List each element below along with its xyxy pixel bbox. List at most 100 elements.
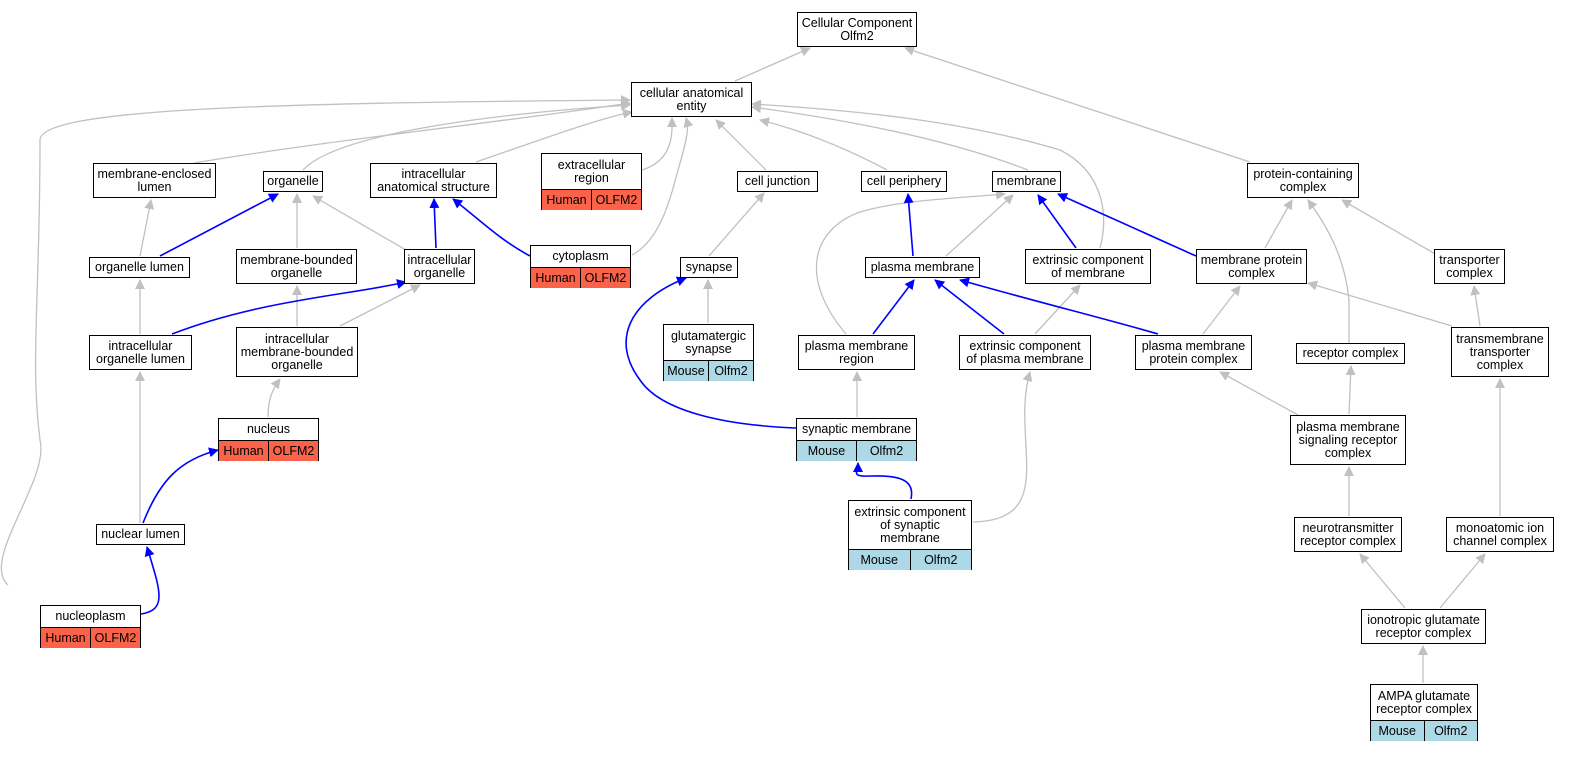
go-term-node-mem: membrane [992, 171, 1061, 192]
go-term-label: cytoplasm [552, 249, 609, 263]
go-term-node-syn: synapse [680, 257, 738, 278]
go-term-label: Cellular Component Olfm2 [801, 15, 913, 43]
gene-tag: OLFM2 [268, 441, 318, 461]
go-term-label: membrane [996, 174, 1057, 188]
is-a-edge-19 [1307, 199, 1350, 343]
part-of-edge-49 [959, 277, 1159, 335]
go-term-label: AMPA glutamate receptor complex [1376, 688, 1472, 716]
go-term-label: plasma membrane protein complex [1141, 338, 1246, 366]
go-term-label: nuclear lumen [101, 527, 180, 541]
go-term-label: ionotropic glutamate receptor complex [1367, 612, 1480, 640]
gene-tag: OLFM2 [580, 268, 630, 288]
go-term-node-pmsrc: plasma membrane signaling receptor compl… [1290, 415, 1406, 465]
is-a-edge-3 [302, 100, 631, 171]
go-term-label: synapse [685, 260, 733, 274]
is-a-edge-28 [1307, 280, 1453, 327]
go-term-node-cj: cell junction [737, 171, 818, 192]
go-term-label: plasma membrane signaling receptor compl… [1296, 419, 1400, 460]
go-term-node-imbo: intracellular membrane-bounded organelle [236, 327, 358, 377]
go-term-label: protein-containing complex [1253, 166, 1353, 194]
part-of-edge-51 [852, 462, 913, 500]
gene-tag: OLFM2 [591, 190, 641, 210]
is-a-edge-6 [715, 119, 767, 171]
is-a-edge-14 [312, 195, 407, 251]
species-tag: Human [542, 190, 591, 210]
is-a-edge-36 [972, 371, 1033, 523]
is-a-edge-9 [751, 99, 1105, 249]
is-a-edge-26 [1034, 284, 1081, 335]
go-term-label: membrane-bounded organelle [240, 252, 353, 280]
go-term-label: intracellular organelle [407, 252, 472, 280]
go-term-node-nrc: neurotransmitter receptor complex [1294, 517, 1402, 552]
is-a-edge-38 [1439, 553, 1486, 609]
part-of-edge-48 [934, 279, 1005, 335]
part-of-edge-41 [429, 198, 440, 249]
go-term-label: nucleus [246, 422, 291, 436]
is-a-edge-37 [1359, 553, 1406, 609]
species-tag: Human [219, 441, 268, 461]
go-term-label: cell periphery [866, 174, 942, 188]
go-term-node-tmtc: transmembrane transporter complex [1451, 327, 1549, 377]
go-term-node-iol: intracellular organelle lumen [89, 335, 192, 370]
is-a-edge-4 [475, 108, 633, 163]
is-a-edge-17 [815, 189, 1006, 335]
part-of-edge-53 [140, 546, 160, 615]
part-of-edge-40 [159, 193, 279, 257]
species-tag: Mouse [1371, 721, 1424, 741]
go-term-label: nucleoplasm [55, 609, 126, 623]
gene-tag: Olfm2 [1423, 721, 1477, 741]
go-term-node-ol: organelle lumen [89, 257, 190, 278]
species-tag: Mouse [664, 361, 708, 381]
go-term-node-mpc: membrane protein complex [1196, 249, 1307, 284]
go-term-label: cellular anatomical entity [639, 85, 744, 113]
go-term-label: plasma membrane [870, 260, 975, 274]
species-tag: Mouse [797, 441, 856, 461]
is-a-edge-12 [139, 199, 155, 257]
go-term-node-io: intracellular organelle [404, 249, 475, 284]
go-term-node-cae: cellular anatomical entity [631, 82, 752, 117]
part-of-edge-47 [872, 279, 915, 335]
is-a-edge-11 [0, 95, 631, 586]
part-of-edge-52 [142, 447, 219, 524]
is-a-edge-32 [1345, 365, 1356, 415]
gene-tag: Olfm2 [909, 550, 971, 570]
go-term-node-tc: transporter complex [1434, 249, 1505, 284]
is-a-edge-21 [1470, 285, 1481, 327]
go-term-node-micc: monoatomic ion channel complex [1446, 517, 1554, 552]
edge-layer [0, 46, 1505, 683]
part-of-edge-46 [171, 279, 407, 335]
part-of-edge-42 [452, 198, 531, 257]
is-a-edge-33 [1219, 371, 1299, 416]
part-of-edge-50 [625, 276, 797, 429]
is-a-edge-15 [708, 192, 765, 257]
is-a-edge-27 [1202, 285, 1241, 335]
go-term-node-cp: cell periphery [861, 171, 947, 192]
go-term-label: extracellular region [557, 157, 626, 185]
species-tag: Human [531, 268, 580, 288]
part-of-edge-45 [1057, 193, 1197, 257]
go-term-label: organelle lumen [95, 260, 184, 274]
is-a-edge-20 [1341, 199, 1438, 256]
go-term-label: intracellular anatomical structure [377, 166, 490, 194]
go-term-node-ecm: extrinsic component of membrane [1025, 249, 1151, 284]
go-term-node-mbo: membrane-bounded organelle [236, 249, 357, 284]
is-a-edge-24 [339, 284, 421, 327]
go-term-node-nl: nuclear lumen [96, 524, 185, 545]
species-tag: Human [41, 628, 90, 648]
go-term-label: intracellular membrane-bounded organelle [240, 331, 354, 372]
go-term-label: transmembrane transporter complex [1456, 331, 1544, 372]
go-term-label: membrane-enclosed lumen [97, 166, 212, 194]
go-term-node-root: Cellular Component Olfm2 [797, 12, 917, 47]
